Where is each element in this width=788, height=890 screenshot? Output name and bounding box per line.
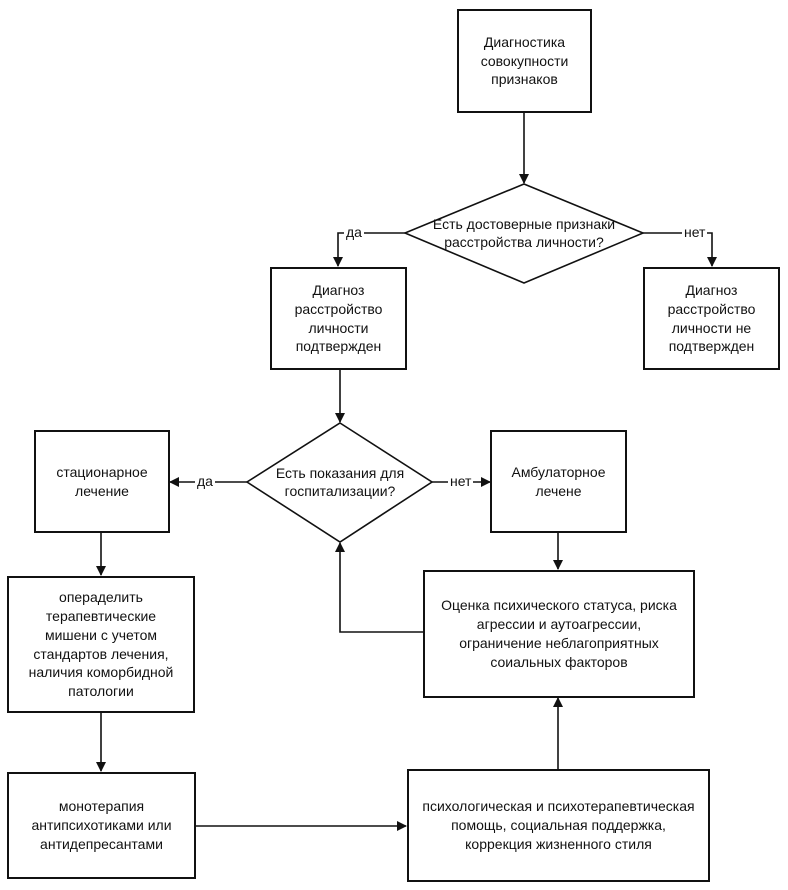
edge-decision1-notconfirmed xyxy=(643,232,717,267)
decision1-diamond xyxy=(402,183,646,284)
decision2-yes-label: да xyxy=(195,473,215,489)
psychological-support-node: психологическая и психотерапевтическая п… xyxy=(407,769,710,882)
monotherapy-node: монотерапия антипсихотиками или антидепр… xyxy=(7,772,196,879)
diagnosis-not-confirmed-label: Диагноз расстройство личности не подтвер… xyxy=(667,281,756,355)
outpatient-treatment-node: Амбулаторное лечене xyxy=(490,430,627,533)
inpatient-treatment-label: стационарное лечение xyxy=(56,463,148,499)
assessment-label: Оценка психического статуса, риска агрес… xyxy=(441,597,677,670)
decision2-no-label: нет xyxy=(448,473,474,489)
outpatient-treatment-label: Амбулаторное лечене xyxy=(511,463,606,499)
edge-decision1-confirmed xyxy=(333,232,405,267)
diagnosis-confirmed-label: Диагноз расстройство личности подтвержде… xyxy=(294,281,383,355)
edge-assessment-decision2 xyxy=(335,542,423,633)
psychological-support-label: психологическая и психотерапевтическая п… xyxy=(422,798,695,852)
inpatient-treatment-node: стационарное лечение xyxy=(34,430,170,533)
diagnosis-confirmed-node: Диагноз расстройство личности подтвержде… xyxy=(270,267,407,370)
monotherapy-label: монотерапия антипсихотиками или антидепр… xyxy=(31,798,172,852)
decision1-label: Есть достоверные признаки расстройства л… xyxy=(432,215,616,250)
therapy-targets-node: операделить терапевтические мишени с уче… xyxy=(7,576,195,713)
start-node: Диагностика совокупности признаков xyxy=(457,9,592,113)
start-label: Диагностика совокупности признаков xyxy=(480,33,569,88)
decision2-node: Есть показания для госпитализации? xyxy=(262,456,418,508)
diagnosis-not-confirmed-node: Диагноз расстройство личности не подтвер… xyxy=(643,267,780,370)
decision1-yes-label: да xyxy=(344,224,364,240)
decision1-no-label: нет xyxy=(682,224,708,240)
decision2-label: Есть показания для госпитализации? xyxy=(275,464,405,499)
assessment-node: Оценка психического статуса, риска агрес… xyxy=(423,570,695,698)
therapy-targets-label: операделить терапевтические мишени с уче… xyxy=(28,588,174,700)
decision1-node: Есть достоверные признаки расстройства л… xyxy=(420,207,628,259)
